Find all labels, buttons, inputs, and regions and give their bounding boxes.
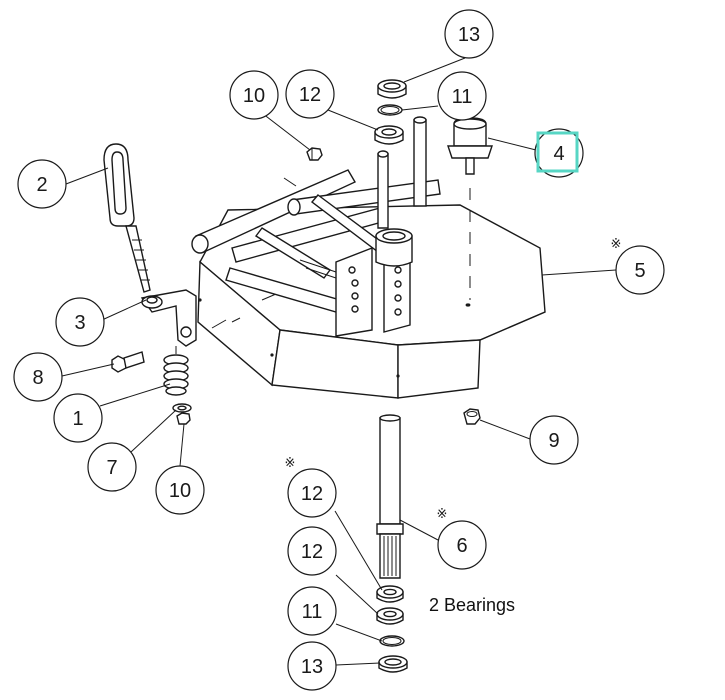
part-2-adjuster-rod	[103, 143, 151, 293]
callout-7: 7	[87, 442, 137, 492]
callout-2: 2	[17, 159, 67, 209]
callout-5: 5 ※	[611, 237, 665, 295]
tube-end-top	[287, 198, 301, 216]
bracket-hole	[394, 294, 402, 302]
mount-hole	[465, 303, 471, 307]
svg-text:5: 5	[634, 260, 645, 282]
callout-10-top: 10	[229, 70, 279, 120]
bracket-hole	[351, 279, 359, 287]
bracket-hole	[394, 266, 402, 274]
upright-post-left	[377, 153, 389, 229]
callout-13-top: 13	[444, 9, 494, 59]
callout-12-lower-a: 12 ※	[285, 456, 337, 518]
svg-text:13: 13	[301, 656, 323, 678]
highlight-box	[536, 131, 579, 173]
svg-text:6: 6	[456, 535, 467, 557]
part-1-spring	[163, 346, 189, 396]
asterisk-mark: ※	[437, 507, 448, 522]
svg-text:1: 1	[72, 408, 83, 430]
lower-bearing-stack	[376, 585, 408, 673]
callout-6: 6 ※	[437, 507, 487, 570]
upright-post-right	[413, 119, 427, 207]
svg-text:12: 12	[301, 541, 323, 563]
part-9-nut	[463, 408, 481, 425]
spindle-housing	[375, 235, 413, 267]
frame-bar-diag	[254, 227, 332, 279]
deck-skirt-right	[397, 339, 481, 399]
callout-12-top: 12	[285, 69, 335, 119]
svg-text:9: 9	[548, 430, 559, 452]
callout-3: 3	[55, 297, 105, 347]
bracket-hole	[351, 305, 359, 313]
tube-end-left	[191, 234, 209, 254]
callout-13-lower: 13	[287, 641, 337, 691]
asterisk-mark: ※	[611, 237, 622, 252]
svg-text:10: 10	[169, 480, 191, 502]
part-8-bolt	[111, 351, 145, 373]
bearings-note: 2 Bearings	[429, 595, 515, 615]
bracket-hole	[394, 280, 402, 288]
callout-10-lower: 10	[155, 465, 205, 515]
svg-text:12: 12	[301, 483, 323, 505]
svg-text:10: 10	[243, 85, 265, 107]
deck-assembly	[191, 116, 546, 399]
svg-text:11: 11	[302, 601, 323, 623]
nut-10-top	[283, 147, 323, 187]
svg-text:13: 13	[458, 24, 480, 46]
callout-11-top: 11	[437, 71, 487, 121]
hitch-bracket-left	[335, 246, 373, 337]
svg-text:4: 4	[553, 143, 564, 165]
leader-lines	[61, 57, 617, 666]
callout-8: 8	[13, 352, 63, 402]
bracket-hole	[348, 266, 356, 274]
part-7-washer	[172, 403, 192, 413]
callout-12-lower-b: 12	[287, 526, 337, 576]
bracket-hole	[351, 292, 359, 300]
callout-9: 9	[529, 415, 579, 465]
nut-10-lower	[176, 412, 191, 425]
callout-1: 1	[53, 393, 103, 443]
part-3-bracket	[140, 289, 227, 347]
asterisk-mark: ※	[285, 456, 296, 471]
svg-text:7: 7	[106, 457, 117, 479]
part-6-spindle-shaft	[376, 414, 404, 579]
svg-text:2: 2	[36, 174, 47, 196]
svg-text:8: 8	[32, 367, 43, 389]
bracket-hole	[394, 308, 402, 316]
callout-4: 4	[534, 128, 584, 178]
svg-text:3: 3	[74, 312, 85, 334]
callout-11-lower: 11	[287, 586, 337, 636]
upper-bearing-stack	[374, 79, 407, 145]
svg-text:12: 12	[299, 84, 321, 106]
svg-text:11: 11	[452, 86, 473, 108]
